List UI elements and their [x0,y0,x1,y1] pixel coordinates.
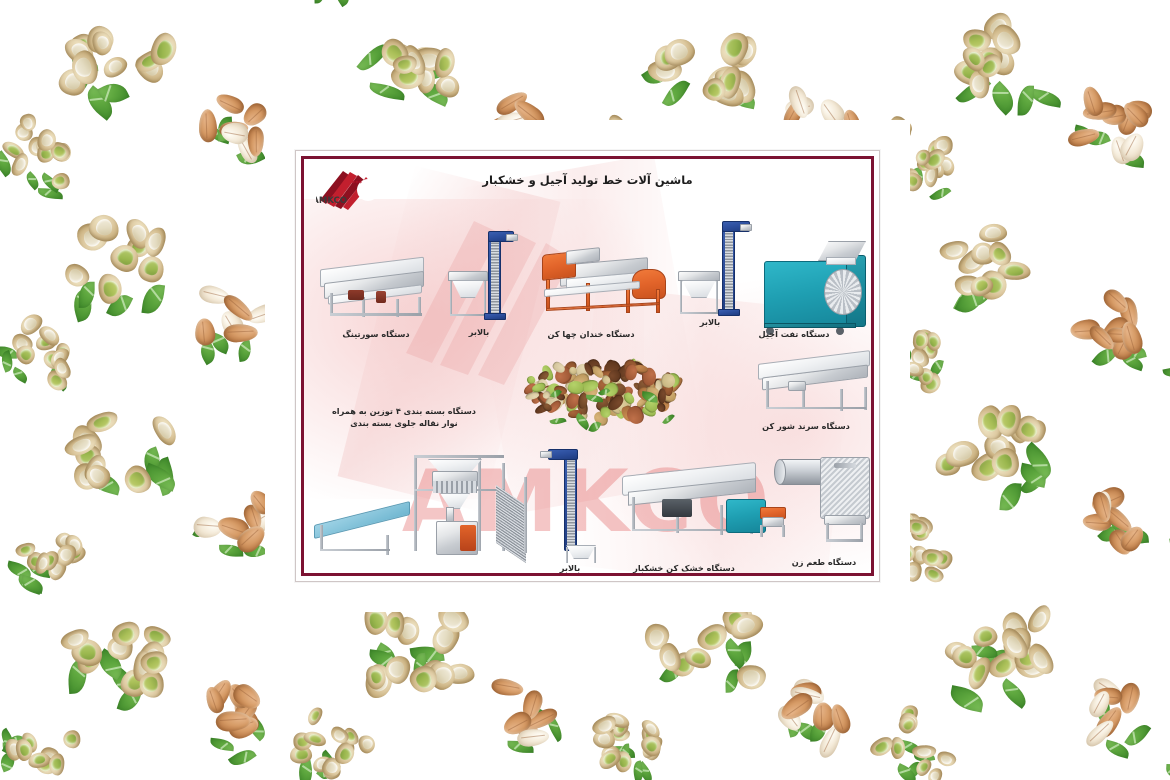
almond-cluster [1061,663,1167,769]
leaf-icon [1165,763,1170,779]
poster-title: ماشین آلات خط تولید آجیل و خشکبار [482,173,693,187]
label-machine-elevator-2: بالابر [699,317,721,327]
pistachio-icon [356,733,378,756]
pistachio-cluster [0,105,95,211]
amkco-logo-icon: *** AMKCO [316,171,379,210]
almond-icon [516,727,551,749]
pistachio-icon [135,252,168,285]
almond-icon [193,317,217,347]
leaf-icon [1124,720,1152,751]
leaf-icon [9,366,30,384]
label-machine-khandan: دستگاه خندان چها کن [547,329,635,339]
poster-header: *** AMKCO ماشین آلات خط تولید آجیل و خشک… [304,159,871,211]
svg-text:AMKCO: AMKCO [316,196,347,206]
almond-cluster [182,660,294,772]
label-machine-sorting: دستگاه سورتینگ [342,329,410,339]
machine-elevator-1 [444,229,522,321]
leaf-icon [947,684,986,712]
pistachio-cluster [0,0,93,10]
pistachio-icon [304,704,326,728]
machine-sorting [318,256,432,319]
pistachio-icon [148,411,181,449]
leaf-icon [985,80,1021,115]
leaf-icon [30,0,47,1]
almond-cluster [771,665,873,767]
leaf-icon [210,738,236,752]
leaf-icon [549,415,568,427]
leaf-icon [1029,88,1063,108]
almond-cluster [1063,77,1165,179]
almond-icon [1066,125,1102,150]
leaf-icon [332,0,353,7]
leaf-icon [999,481,1022,512]
pistachio-cluster [929,7,1063,116]
pistachio-cluster [932,208,1056,319]
pistachio-cluster [931,401,1058,512]
pistachio-cluster [54,10,182,121]
machine-sieve-washer [754,350,871,417]
poster-canvas: AMKCO *** AMKCO ماشی [304,159,871,573]
leaf-icon [312,0,325,4]
pistachio-cluster [571,0,676,9]
pistachio-icon [934,749,958,768]
poster-frame: AMKCO *** AMKCO ماشی [301,156,874,576]
pistachio-cluster [0,499,95,602]
label-machine-packaging: دستگاه بسته بندی ۴ توزین به همراه نوار ن… [308,405,500,430]
label-machine-dryer: دستگاه خشک کن خشکبار [633,563,735,573]
label-machine-flavoring: دستگاه طعم زن [791,557,857,567]
label-machine-roaster: دستگاه تفت آجیل [758,329,830,339]
label-machine-elevator-3: بالابر [559,563,581,573]
leaf-icon [140,282,165,316]
almond-icon [490,676,525,698]
poster: AMKCO *** AMKCO ماشی [295,150,880,582]
pistachio-cluster [571,698,677,780]
leaf-icon [588,419,602,435]
machine-elevator-2 [676,221,758,321]
pistachio-cluster [1153,0,1170,14]
leaf-icon [1016,84,1034,115]
leaf-icon [18,575,45,594]
label-machine-packaging-line1: دستگاه بسته بندی ۴ توزین به همراه [331,406,477,416]
pistachio-cluster [861,693,971,780]
mixed-nuts-image [514,355,690,435]
pistachio-icon [978,222,1008,244]
pistachio-cluster [54,598,182,714]
almond-cluster [1062,272,1167,377]
leaf-icon [662,412,676,427]
pistachio-cluster [638,598,766,703]
pistachio-cluster [55,403,181,505]
pistachio-icon [735,663,766,690]
leaf-icon [1161,364,1170,380]
almond-icon [213,91,247,118]
pistachio-icon [62,729,80,749]
pistachio-cluster [931,599,1058,712]
machine-packaging [314,441,534,564]
leaf-icon [996,677,1031,709]
pistachio-cluster [861,0,971,15]
machine-roaster [762,235,871,341]
leaf-icon [236,340,253,362]
machine-khandan [526,241,674,319]
machine-elevator-3 [536,445,616,563]
pistachio-cluster [0,694,95,780]
label-machine-elevator-1: بالابر [468,327,490,337]
pistachio-cluster [638,10,766,114]
almond-cluster [1060,466,1167,573]
pistachio-icon [99,52,131,82]
pistachio-cluster [346,9,475,115]
machine-flavoring [772,449,871,553]
pistachio-icon [866,733,896,761]
pistachio-cluster [279,699,385,780]
nut-piece [657,388,666,404]
almond-cluster [478,664,583,769]
leaf-icon [23,170,42,190]
pistachio-cluster [58,211,179,323]
label-machine-packaging-line2: نوار نقاله جلوی بسته بندی [350,418,458,429]
almond-icon [224,323,259,343]
label-machine-sieve-washer: دستگاه سرند شور کن [762,421,850,431]
